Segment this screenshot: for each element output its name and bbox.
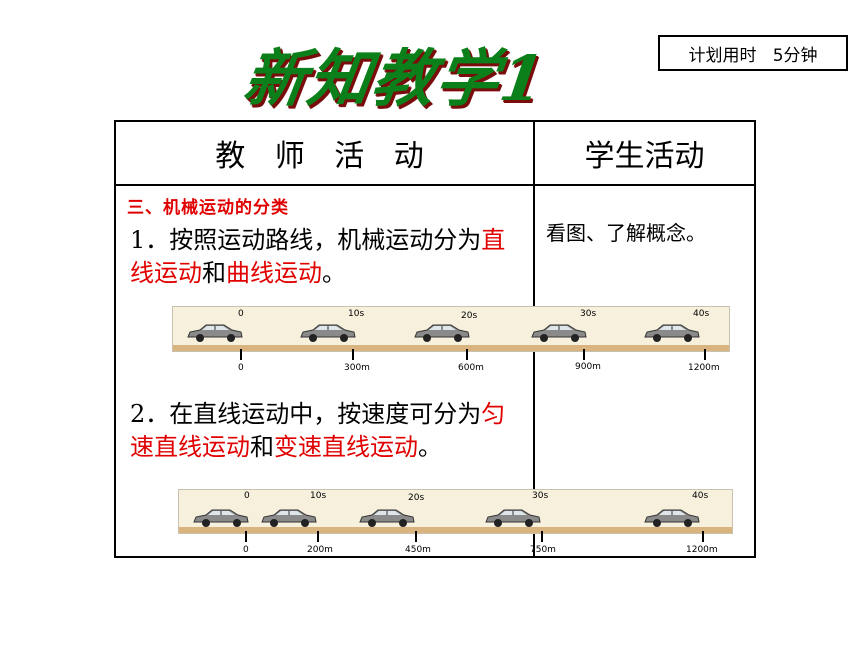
distance-tick xyxy=(541,531,543,542)
distance-label: 0 xyxy=(238,363,244,373)
car-icon xyxy=(261,509,317,527)
term-variable-linear-motion: 变速直线运动 xyxy=(274,433,418,461)
item2-period: 。 xyxy=(418,433,442,461)
car-icon xyxy=(187,324,243,342)
distance-label: 450m xyxy=(405,545,431,555)
speed-paragraph: 2．在直线运动中，按速度可分为匀速直线运动和变速直线运动。 xyxy=(130,398,525,464)
slide-title: 新知教学1 xyxy=(239,42,551,115)
car-icon xyxy=(193,509,249,527)
term-linear-motion: 直线运动 xyxy=(130,226,506,287)
distance-tick xyxy=(704,349,706,360)
item1-period: 。 xyxy=(322,259,346,287)
item1-text: 1．按照运动路线，机械运动分为 xyxy=(130,226,482,254)
time-label: 30s xyxy=(532,491,549,501)
distance-label: 0 xyxy=(243,545,249,555)
item1-conjunction: 和 xyxy=(202,259,226,287)
car-icon xyxy=(300,324,356,342)
distance-tick xyxy=(317,531,319,542)
car-icon xyxy=(414,324,470,342)
car-icon xyxy=(644,509,700,527)
header-student-activity: 学生活动 xyxy=(533,120,756,186)
distance-label: 300m xyxy=(344,363,370,373)
distance-label: 600m xyxy=(458,363,484,373)
uniform-motion-road xyxy=(172,306,730,352)
distance-tick xyxy=(240,349,242,360)
distance-tick xyxy=(702,531,704,542)
distance-tick xyxy=(352,349,354,360)
time-label: 40s xyxy=(693,309,710,319)
distance-tick xyxy=(583,349,585,360)
distance-tick xyxy=(245,531,247,542)
time-label: 20s xyxy=(461,311,478,321)
car-icon xyxy=(485,509,541,527)
item2-text: 2．在直线运动中，按速度可分为 xyxy=(130,400,482,428)
term-curvilinear-motion: 曲线运动 xyxy=(226,259,322,287)
table-header-row: 教 师 活 动 学生活动 xyxy=(114,120,756,186)
distance-label: 1200m xyxy=(688,363,720,373)
distance-tick xyxy=(466,349,468,360)
time-label: 30s xyxy=(580,309,597,319)
distance-label: 1200m xyxy=(686,545,718,555)
motion-path-paragraph: 1．按照运动路线，机械运动分为直线运动和曲线运动。 xyxy=(130,224,525,290)
variable-motion-road xyxy=(178,489,733,534)
distance-label: 200m xyxy=(307,545,333,555)
car-icon xyxy=(644,324,700,342)
car-icon xyxy=(531,324,587,342)
planned-time-text: 计划用时 5分钟 xyxy=(688,45,818,66)
category-heading: 三、机械运动的分类 xyxy=(127,198,289,218)
time-label: 0 xyxy=(244,491,250,501)
time-label: 40s xyxy=(692,491,709,501)
time-label: 10s xyxy=(348,309,365,319)
planned-time-box: 计划用时 5分钟 xyxy=(658,35,848,71)
car-icon xyxy=(359,509,415,527)
item2-conjunction: 和 xyxy=(250,433,274,461)
distance-label: 750m xyxy=(530,545,556,555)
time-label: 10s xyxy=(310,491,327,501)
distance-tick xyxy=(415,531,417,542)
distance-label: 900m xyxy=(575,362,601,372)
time-label: 0 xyxy=(238,309,244,319)
header-teacher-activity: 教 师 活 动 xyxy=(114,120,535,186)
student-activity-text: 看图、了解概念。 xyxy=(546,221,706,245)
time-label: 20s xyxy=(408,493,425,503)
term-uniform-linear-motion: 匀速直线运动 xyxy=(130,400,506,461)
